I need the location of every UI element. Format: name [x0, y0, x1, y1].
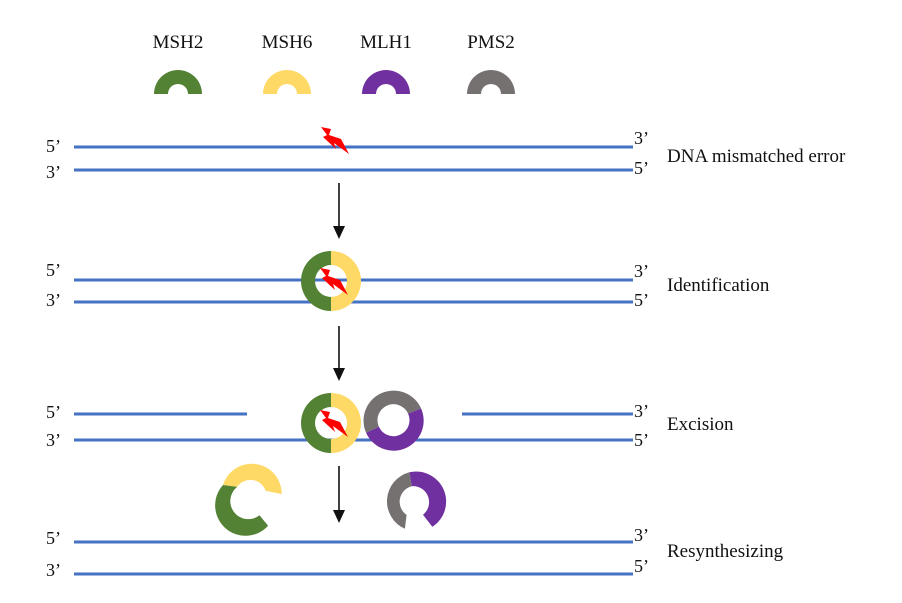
step-mismatch-error: 5’ 3’ 3’ 5’ DNA mismatched error: [46, 127, 846, 182]
legend-label-pms2: PMS2: [467, 32, 515, 53]
legend: MSH2 MSH6 MLH1 PMS2: [153, 32, 515, 94]
step-excision: 5’ 3’ 3’ 5’ Excision: [46, 390, 734, 453]
legend-arc-mlh1: [362, 70, 410, 94]
mlh1-protein: [366, 408, 424, 451]
strand-end-label: 5’: [634, 158, 649, 178]
strand-end-label: 5’: [46, 402, 61, 422]
strand-end-label: 3’: [46, 560, 61, 580]
legend-arc-pms2: [467, 70, 515, 94]
strand-end-label: 3’: [634, 261, 649, 281]
step-identification: 5’ 3’ 3’ 5’ Identification: [46, 251, 770, 311]
msh6-protein: [331, 393, 361, 453]
pms2-protein: [386, 472, 412, 529]
legend-label-mlh1: MLH1: [360, 32, 412, 53]
strand-end-label: 3’: [46, 290, 61, 310]
legend-arc-msh6: [263, 70, 311, 94]
strand-end-label: 5’: [46, 528, 61, 548]
step-label-excision: Excision: [667, 414, 734, 435]
arrow-down-icon: [333, 183, 345, 239]
strand-end-label: 5’: [46, 260, 61, 280]
msh2-protein: [301, 251, 331, 311]
lightning-bolt-icon: [320, 410, 348, 437]
strand-end-label: 3’: [46, 162, 61, 182]
mlh1-protein: [409, 471, 447, 527]
arrow-down-icon: [333, 326, 345, 381]
strand-end-label: 5’: [634, 556, 649, 576]
strand-end-label: 3’: [634, 401, 649, 421]
step-label-resynthesizing: Resynthesizing: [667, 541, 784, 562]
step-resynthesizing: 5’ 3’ 3’ 5’ Resynthesizing: [46, 525, 784, 580]
msh6-protein: [331, 251, 361, 311]
step-label-mismatch-error: DNA mismatched error: [667, 146, 846, 167]
legend-arc-msh2: [154, 70, 202, 94]
msh2-protein: [301, 393, 331, 453]
arrow-down-icon: [333, 466, 345, 523]
lightning-bolt-icon: [321, 127, 349, 154]
msh6-protein: [223, 463, 282, 495]
strand-end-label: 5’: [634, 430, 649, 450]
released-msh2-msh6-complex: [215, 463, 282, 536]
lightning-bolt-icon: [320, 268, 348, 295]
strand-end-label: 3’: [634, 525, 649, 545]
strand-end-label: 5’: [46, 136, 61, 156]
released-mlh1-pms2-complex: [386, 471, 447, 529]
strand-end-label: 5’: [634, 290, 649, 310]
pms2-protein: [363, 390, 422, 433]
strand-end-label: 3’: [46, 430, 61, 450]
legend-label-msh2: MSH2: [153, 32, 204, 53]
msh2-protein: [215, 485, 269, 536]
step-label-identification: Identification: [667, 275, 770, 296]
strand-end-label: 3’: [634, 128, 649, 148]
legend-label-msh6: MSH6: [262, 32, 313, 53]
